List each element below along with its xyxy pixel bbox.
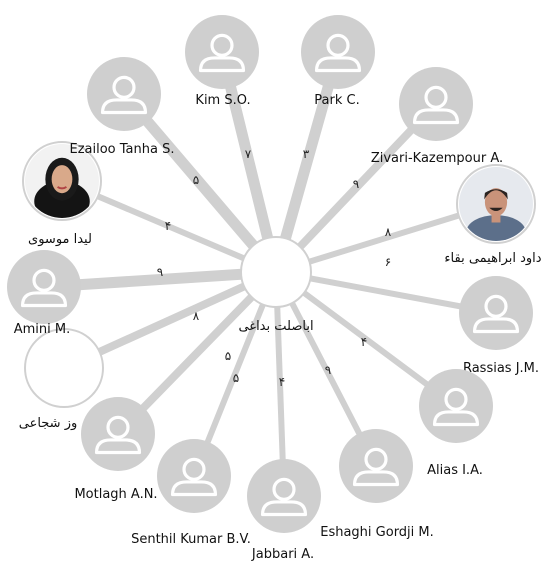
- user-icon: [157, 439, 231, 513]
- edge-kim: [216, 46, 282, 278]
- node-rassias[interactable]: Rassias J.M.: [459, 276, 539, 376]
- edge-label-lida: ۴: [165, 219, 171, 233]
- node-eshaghi[interactable]: Eshaghi Gordji M.: [320, 429, 434, 540]
- user-icon: [339, 429, 413, 503]
- user-icon: [459, 276, 533, 350]
- node-ezailoo[interactable]: Ezailoo Tanha S.: [70, 57, 175, 157]
- edge-amini: [38, 266, 282, 293]
- node-label-kim[interactable]: Kim S.O.: [195, 93, 250, 108]
- node-label-shojaee[interactable]: وز شجاعی: [19, 416, 78, 431]
- node-davood[interactable]: داود ابراهیمی بقاء: [444, 164, 542, 266]
- edge-label-davood: ۸: [385, 225, 392, 239]
- node-motlagh[interactable]: Motlagh A.N.: [74, 397, 158, 502]
- node-label-alias[interactable]: Alias I.A.: [427, 463, 483, 478]
- user-icon: [247, 459, 321, 533]
- node-label-jabbari[interactable]: Jabbari A.: [251, 547, 314, 562]
- man-portrait-icon: [240, 236, 312, 308]
- edge-park: [270, 46, 344, 278]
- user-icon: [419, 369, 493, 443]
- man-portrait-icon: [456, 164, 536, 244]
- node-zivari[interactable]: Zivari-Kazempour A.: [371, 67, 503, 166]
- edge-label-rassias: ۶: [385, 255, 391, 269]
- user-icon: [399, 67, 473, 141]
- node-lida[interactable]: لیدا موسوی: [22, 141, 102, 247]
- node-label-senthil[interactable]: Senthil Kumar B.V.: [131, 532, 251, 547]
- node-amini[interactable]: Amini M.: [7, 250, 81, 337]
- node-jabbari[interactable]: Jabbari A.: [247, 459, 321, 562]
- node-label-amini[interactable]: Amini M.: [14, 322, 71, 337]
- man-portrait-icon: [24, 328, 104, 408]
- node-park[interactable]: Park C.: [301, 15, 375, 108]
- woman-portrait-icon: [22, 141, 102, 221]
- node-shojaee[interactable]: وز شجاعی: [19, 328, 104, 431]
- node-label-lida[interactable]: لیدا موسوی: [28, 232, 92, 247]
- edge-label-kim: ۷: [245, 147, 252, 161]
- node-label-zivari[interactable]: Zivari-Kazempour A.: [371, 151, 503, 166]
- node-senthil[interactable]: Senthil Kumar B.V.: [131, 439, 251, 547]
- node-label-eshaghi[interactable]: Eshaghi Gordji M.: [320, 525, 434, 540]
- center-node-label[interactable]: اباصلت بداغی: [238, 319, 313, 334]
- edge-label-zivari: ۹: [353, 177, 359, 191]
- edge-rassias: [273, 269, 499, 316]
- user-icon: [7, 250, 81, 324]
- edge-ezailoo: [118, 88, 282, 278]
- edge-jabbari: [273, 269, 287, 499]
- edge-label-senthil: ۵: [233, 371, 239, 385]
- center-node[interactable]: اباصلت بداغی: [238, 236, 314, 334]
- edge-zivari: [272, 100, 440, 276]
- node-label-rassias[interactable]: Rassias J.M.: [463, 361, 539, 376]
- node-alias[interactable]: Alias I.A.: [419, 369, 493, 478]
- user-icon: [81, 397, 155, 471]
- edge-label-motlagh: ۵: [225, 349, 231, 363]
- edge-label-eshaghi: ۹: [325, 363, 331, 377]
- user-icon: [185, 15, 259, 89]
- edge-label-ezailoo: ۵: [193, 173, 199, 187]
- edge-label-amini: ۹: [157, 265, 163, 279]
- node-label-motlagh[interactable]: Motlagh A.N.: [74, 487, 157, 502]
- user-icon: [87, 57, 161, 131]
- node-kim[interactable]: Kim S.O.: [185, 15, 259, 108]
- edge-label-shojaee: ۸: [193, 309, 200, 323]
- node-label-ezailoo[interactable]: Ezailoo Tanha S.: [70, 142, 175, 157]
- user-icon: [301, 15, 375, 89]
- edge-label-park: ۳: [303, 147, 310, 161]
- edge-alias: [273, 269, 459, 409]
- edge-label-alias: ۴: [361, 335, 367, 349]
- node-label-davood[interactable]: داود ابراهیمی بقاء: [444, 251, 541, 266]
- edge-label-jabbari: ۴: [279, 375, 285, 389]
- node-label-park[interactable]: Park C.: [314, 93, 359, 108]
- edge-motlagh: [114, 268, 280, 438]
